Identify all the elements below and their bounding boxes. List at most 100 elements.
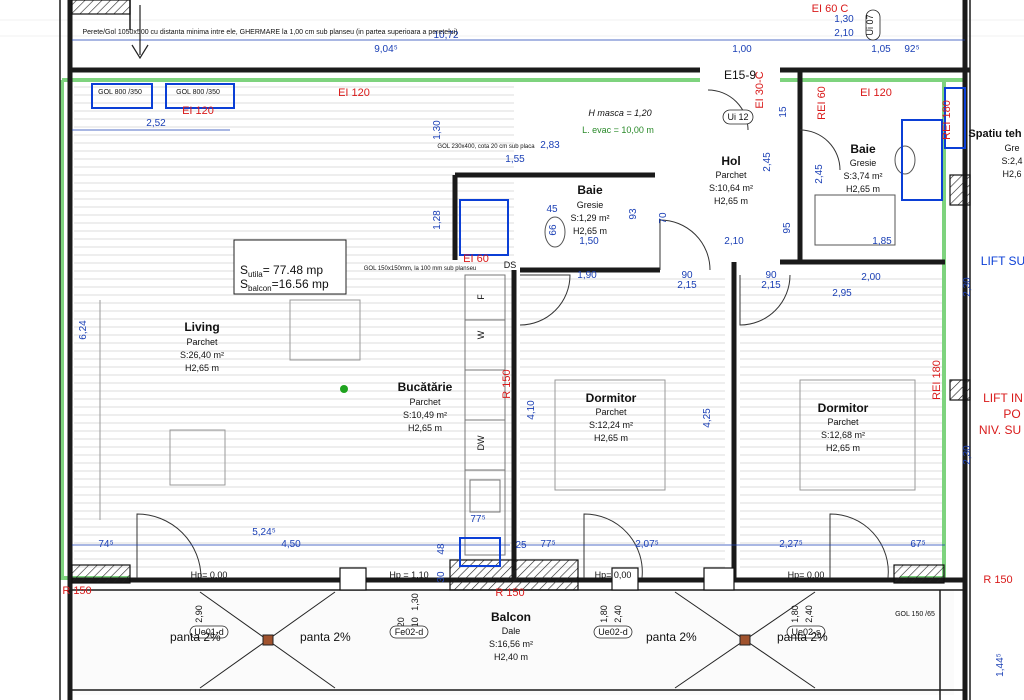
bath-fixtures <box>459 119 943 567</box>
dimension-label: 66 <box>548 224 559 236</box>
room-name-baie-2: Baie <box>850 142 876 156</box>
opening-tag: Ui 12 <box>722 109 754 125</box>
dimension-label: 77⁵ <box>470 514 485 525</box>
room-area-dormitor-2: S:12,68 m² <box>821 430 865 440</box>
balcony-floor <box>74 590 954 695</box>
dimension-label: 2,30 <box>962 277 973 297</box>
room-kitchen: Bucătărie Parchet S:10,49 m² H2,65 m <box>398 380 453 433</box>
opening-label: DS <box>504 260 517 270</box>
room-height-hol: H2,65 m <box>714 196 748 206</box>
fire-label: EI 60 C <box>812 3 849 15</box>
opening-label: Ue01-d <box>194 627 224 637</box>
note-gol-kitchen: GOL 150x150mm, la 100 mm sub planseu <box>364 266 477 272</box>
fire-label: REI 180 <box>931 360 943 400</box>
dimension-label: 5,24⁵ <box>252 527 276 538</box>
room-finish-kitchen: Parchet <box>409 397 441 407</box>
room-area-balcon: S:16,56 m² <box>489 639 533 649</box>
dimension-label: 6,24 <box>78 320 89 340</box>
dimension-label: 45 <box>546 204 558 215</box>
dimension-label: 1,00 <box>732 44 752 55</box>
fire-label: REI 180 <box>941 100 953 140</box>
doors <box>136 89 889 579</box>
dimension-label: 2,45 <box>814 164 825 184</box>
note-niv: NIV. SU <box>979 423 1021 437</box>
vents <box>91 83 966 149</box>
room-dormitor-2: Dormitor Parchet S:12,68 m² H2,65 m <box>818 401 869 453</box>
room-area-living: S:26,40 m² <box>180 350 224 360</box>
dimension-label: 4,25 <box>702 408 713 428</box>
note-gre: Gre <box>1004 143 1019 153</box>
fire-label: E15-9 <box>724 68 756 82</box>
dimension-label: 1,28 <box>432 210 443 230</box>
room-baie-1: Baie Gresie S:1,29 m² H2,65 m <box>570 183 609 236</box>
kitchen-cabinets <box>464 274 506 556</box>
dimension-label: 1,90 <box>577 270 597 281</box>
fire-label: EI 120 <box>860 87 892 99</box>
dimension-label: 2,40 <box>613 605 623 623</box>
opening-label: Ui 07 <box>865 14 875 35</box>
opening-tag: Ue02-s <box>786 625 826 639</box>
dimension-label: 1,55 <box>505 154 525 165</box>
entry-arrow-icon <box>131 5 149 60</box>
opening-label: Hp= 0,00 <box>191 570 228 580</box>
opening-tag: Fe02-d <box>389 625 429 639</box>
note-gol-vent-2: GOL 800 /350 <box>176 89 220 96</box>
note-gol-right: GOL 150 /65 <box>895 611 935 618</box>
note-lift-2: LIFT IN <box>983 391 1023 405</box>
room-finish-dormitor-1: Parchet <box>595 407 627 417</box>
room-name-hol: Hol <box>721 154 740 168</box>
dimension-label: 1,30 <box>834 14 854 25</box>
dormitor-2-floor <box>740 275 945 570</box>
area-summary: Sutila= 77.48 mp Sbalcon=16.56 mp <box>233 239 347 295</box>
note-s24: S:2,4 <box>1001 156 1022 166</box>
fire-label: REI 60 <box>816 86 828 120</box>
opening-label: Ui 12 <box>727 112 748 122</box>
room-name-baie-1: Baie <box>577 183 603 197</box>
opening-label: Hp= 0,00 <box>788 570 825 580</box>
mark-fridge: F <box>476 294 486 300</box>
room-height-dormitor-2: H2,65 m <box>826 443 860 453</box>
dimension-label: 9,04⁵ <box>374 44 398 55</box>
room-area-kitchen: S:10,49 m² <box>403 410 447 420</box>
note-lift: LIFT SU <box>981 254 1024 268</box>
dimension-label: 2,00 <box>861 272 881 283</box>
appliance-marks: F W DW <box>476 294 486 451</box>
room-area-baie-1: S:1,29 m² <box>570 213 609 223</box>
dimension-label: 4,50 <box>281 539 301 550</box>
fire-label: EI 30-C <box>754 71 766 108</box>
note-evac: L. evac = 10,00 m <box>582 125 654 135</box>
dimension-label: 25 <box>515 540 527 551</box>
slope-label: panta 2% <box>170 630 221 644</box>
slopes: panta 2% panta 2% panta 2% panta 2% <box>170 630 828 644</box>
room-height-baie-2: H2,65 m <box>846 184 880 194</box>
dimension-label: 1,30 <box>410 593 420 611</box>
dimension-label: 2,40 <box>804 605 814 623</box>
dimension-label: 1,44⁵ <box>995 653 1006 677</box>
opening-tag: Ue02-d <box>593 625 633 639</box>
room-name-kitchen: Bucătărie <box>398 380 453 394</box>
room-name-dormitor-1: Dormitor <box>586 391 637 405</box>
fire-label: R 150 <box>501 369 513 398</box>
dimension-label: 1,85 <box>872 236 892 247</box>
dimension-label: 67⁵ <box>910 539 925 550</box>
room-living: Living Parchet S:26,40 m² H2,65 m <box>180 320 224 373</box>
dimension-label: 93 <box>628 208 639 220</box>
notes: Perete/Gol 1050x500 cu distanta minima i… <box>82 29 1024 618</box>
room-area-baie-2: S:3,74 m² <box>843 171 882 181</box>
room-balcon: Balcon Dale S:16,56 m² H2,40 m <box>489 610 533 662</box>
room-finish-balcon: Dale <box>502 626 521 636</box>
opening-tag: Ue01-d <box>189 625 229 639</box>
room-height-living: H2,65 m <box>185 363 219 373</box>
fire-label: R 150 <box>983 574 1012 586</box>
slope-label: panta 2% <box>300 630 351 644</box>
furniture <box>99 299 916 520</box>
openings: Hp= 0,00 Hp = 1,10 Hp= 0,00 Hp= 0,00 Ue0… <box>189 9 881 639</box>
dimension-label: 1,05 <box>871 44 891 55</box>
dimension-label: 2,90 <box>194 605 204 623</box>
opening-tag: Ui 07 <box>865 9 881 41</box>
room-finish-dormitor-2: Parchet <box>827 417 859 427</box>
note-roof: Perete/Gol 1050x500 cu distanta minima i… <box>82 29 457 36</box>
dimension-label: 2,07⁵ <box>635 539 659 550</box>
fire-label: R 150 <box>62 585 91 597</box>
